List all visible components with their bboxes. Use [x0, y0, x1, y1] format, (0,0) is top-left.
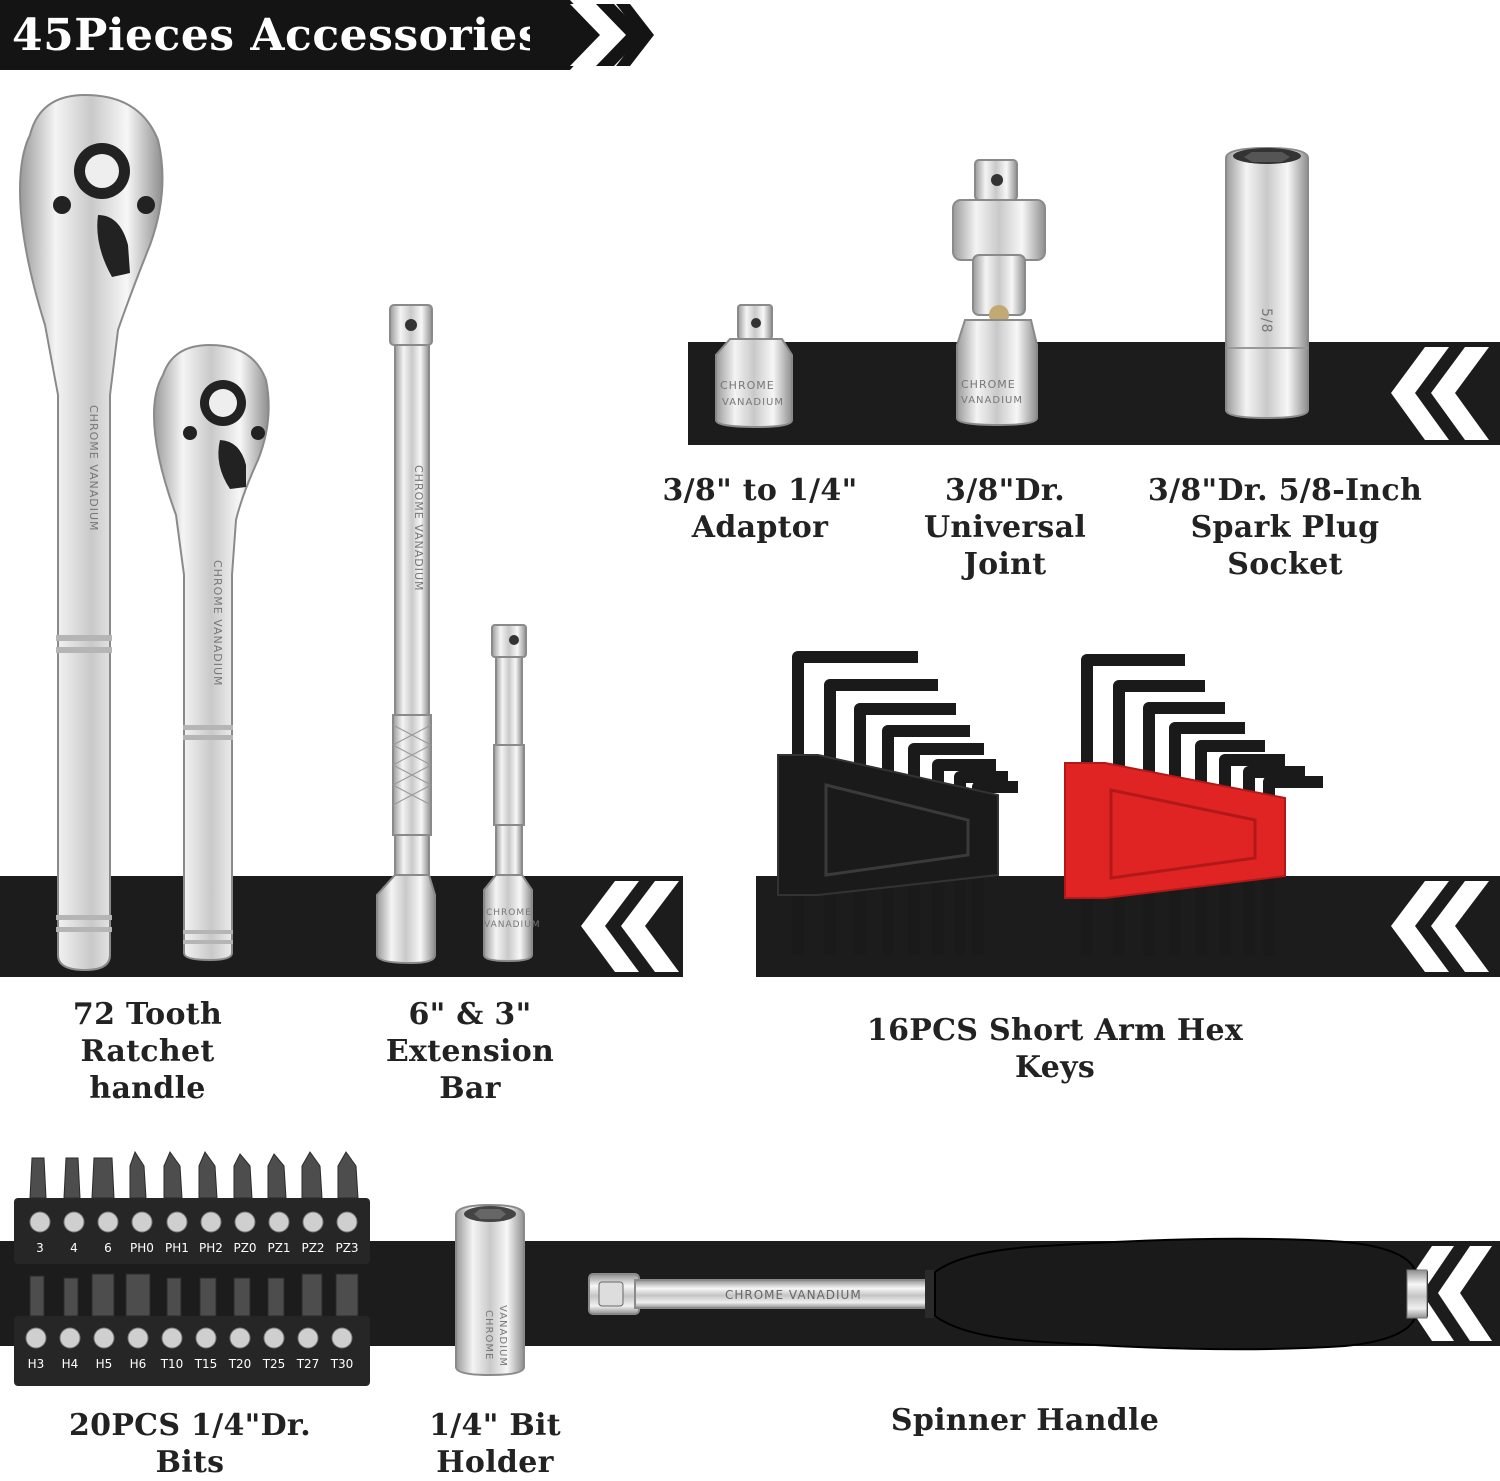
adaptor-stamp2: VANADIUM — [722, 397, 784, 408]
header-chevron-icon — [530, 0, 654, 70]
caption-extension-bar: 6" & 3" Extension Bar — [355, 996, 585, 1107]
caption-ratchet-line2: Ratchet handle — [80, 1034, 215, 1106]
bits-set-image: 3 4 6 PH0 PH1 PH2 PZ0 PZ1 PZ2 PZ3 H3 H4 H5 H6 T10 T15 T… — [14, 1150, 370, 1386]
bit-holder-stamp2: VANADIUM — [497, 1305, 508, 1367]
caption-adaptor-line1: 3/8" to 1/4" — [662, 473, 858, 508]
page-title: 45Pieces Accessories — [12, 10, 544, 61]
caption-extension-bar-line1: 6" & 3" — [408, 997, 532, 1032]
universal-joint-image: CHROME VANADIUM — [952, 159, 1046, 427]
extension-bar-3-image: CHROME VANADIUM — [483, 624, 541, 963]
bit-label: 6 — [104, 1241, 112, 1255]
bit-label: PH1 — [165, 1241, 189, 1255]
ratchet-small-image: CHROME VANADIUM — [152, 343, 270, 962]
hex-keys-red-image — [1064, 654, 1323, 956]
bit-label: T30 — [330, 1357, 354, 1371]
ratchet-large-image: CHROME VANADIUM — [18, 93, 164, 972]
bit-label: PZ0 — [233, 1241, 256, 1255]
bit-label: PZ3 — [335, 1241, 358, 1255]
caption-bit-holder: 1/4" Bit Holder — [429, 1408, 561, 1480]
bit-label: T20 — [228, 1357, 252, 1371]
bit-label: 4 — [70, 1241, 78, 1255]
bit-label: T25 — [262, 1357, 286, 1371]
caption-ratchet: 72 Tooth Ratchet handle — [20, 996, 275, 1107]
caption-universal-joint-line2: Universal Joint — [923, 510, 1087, 582]
caption-adaptor-line2: Adaptor — [691, 510, 829, 545]
bit-label: PH0 — [130, 1241, 154, 1255]
band-top-right — [688, 342, 1500, 445]
caption-universal-joint: 3/8"Dr. Universal Joint — [880, 472, 1130, 583]
extension-bar-6-image: CHROME VANADIUM — [376, 304, 436, 965]
hex-keys-black-image — [777, 651, 1018, 955]
caption-adaptor: 3/8" to 1/4" Adaptor — [660, 472, 860, 546]
caption-ratchet-line1: 72 Tooth — [72, 997, 223, 1032]
spinner-handle-stamp: CHROME VANADIUM — [725, 1288, 862, 1302]
spinner-handle-image: CHROME VANADIUM — [588, 1237, 1428, 1351]
caption-spark-plug-socket: 3/8"Dr. 5/8-Inch Spark Plug Socket — [1140, 472, 1430, 583]
extension-bar-short-stamp1: CHROME — [486, 908, 532, 918]
extension-bar-short-stamp2: VANADIUM — [484, 920, 541, 930]
bit-label: T27 — [296, 1357, 320, 1371]
bit-label: 3 — [36, 1241, 44, 1255]
extension-bar-stamp: CHROME VANADIUM — [412, 465, 425, 592]
bit-label: PH2 — [199, 1241, 223, 1255]
ratchet-stamp: CHROME VANADIUM — [87, 405, 100, 532]
bit-label: H5 — [96, 1357, 113, 1371]
universal-joint-stamp2: VANADIUM — [961, 395, 1023, 406]
header-banner — [0, 0, 560, 70]
chevron-left-icon — [581, 881, 679, 972]
bit-holder-stamp1: CHROME — [483, 1310, 494, 1360]
bit-label: T15 — [194, 1357, 218, 1371]
chevron-left-icon — [1391, 347, 1489, 440]
bit-label: H6 — [130, 1357, 147, 1371]
caption-spark-plug-socket-line1: 3/8"Dr. 5/8-Inch — [1147, 473, 1423, 508]
bit-holder-image: CHROME VANADIUM — [455, 1203, 525, 1377]
bit-label: H4 — [62, 1357, 79, 1371]
adaptor-image: CHROME VANADIUM — [715, 304, 793, 429]
caption-hex-keys: 16PCS Short Arm Hex Keys — [866, 1013, 1244, 1085]
band-middle-left — [0, 876, 683, 977]
caption-spinner-handle: Spinner Handle — [890, 1403, 1160, 1438]
caption-extension-bar-line2: Extension Bar — [385, 1034, 555, 1106]
caption-universal-joint-line1: 3/8"Dr. — [945, 473, 1065, 508]
bit-label: H3 — [28, 1357, 45, 1371]
bit-label: PZ2 — [301, 1241, 324, 1255]
universal-joint-stamp1: CHROME — [961, 378, 1016, 391]
adaptor-stamp1: CHROME — [720, 379, 775, 392]
caption-bits: 20PCS 1/4"Dr. Bits — [68, 1408, 312, 1480]
spark-plug-socket-stamp: 5/8 — [1258, 308, 1274, 334]
caption-spark-plug-socket-line2: Spark Plug Socket — [1190, 510, 1380, 582]
bit-label: T10 — [160, 1357, 184, 1371]
bit-label: PZ1 — [267, 1241, 290, 1255]
chevron-left-icon — [1391, 881, 1489, 972]
spark-plug-socket-image: 5/8 — [1225, 146, 1309, 420]
ratchet-small-stamp: CHROME VANADIUM — [211, 560, 224, 687]
